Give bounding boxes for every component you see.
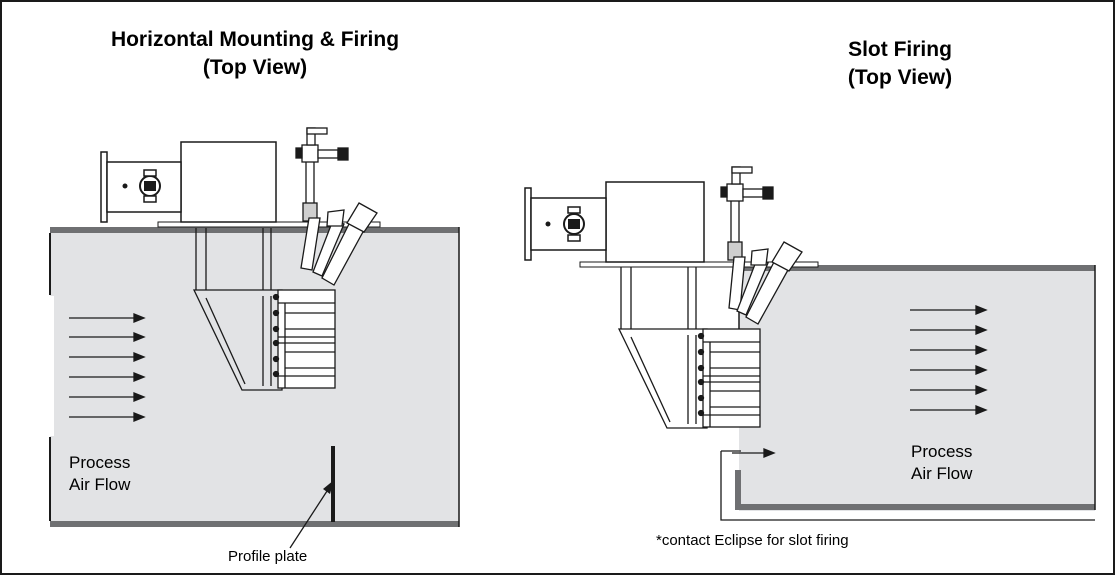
slot-firing-note: *contact Eclipse for slot firing <box>656 532 849 549</box>
left-duct-top-wall <box>50 227 459 233</box>
right-slot-outline <box>720 450 1095 521</box>
left-blower-motor-center <box>144 181 156 191</box>
left-diagram <box>48 127 460 549</box>
left-profile-plate-arrowhead <box>323 480 334 494</box>
left-gas-piping <box>295 127 378 286</box>
left-process-line2: Air Flow <box>69 475 131 494</box>
right-duct-bottom-wall <box>739 504 1095 510</box>
right-firing-head <box>697 328 761 428</box>
right-title-line1: Slot Firing <box>848 38 952 61</box>
left-duct-inlet-opening <box>48 296 54 436</box>
left-burner-body <box>192 228 283 391</box>
left-profile-plate-leader <box>289 487 330 549</box>
right-diagram <box>524 166 1096 521</box>
right-blower-box <box>605 181 705 263</box>
right-title-line2: (Top View) <box>847 66 953 89</box>
right-blower-dot <box>545 221 551 227</box>
right-title: Slot Firing (Top View) <box>740 36 1060 92</box>
right-duct-slot-wall <box>735 470 741 510</box>
left-blower-dot <box>122 183 128 189</box>
left-airflow-arrows <box>69 313 146 422</box>
right-process-line1: Process <box>911 442 973 461</box>
left-blower-inlet-flange <box>100 151 108 223</box>
left-blower-motor-top <box>143 169 157 177</box>
right-gas-piping <box>720 166 803 325</box>
right-blower-motor-top <box>567 206 581 214</box>
right-slot-gap <box>722 452 735 519</box>
right-duct <box>739 266 1095 511</box>
right-airflow-arrows <box>732 305 988 458</box>
profile-plate-label: Profile plate <box>228 548 308 565</box>
left-blower-motor-bottom <box>143 195 157 203</box>
right-burner-body <box>617 267 708 429</box>
left-duct-bottom-wall <box>50 521 459 527</box>
left-title-line2: (Top View) <box>202 56 308 79</box>
left-title: Horizontal Mounting & Firing (Top View) <box>50 26 460 82</box>
left-process-line1: Process <box>69 453 131 472</box>
right-duct-top-wall <box>739 265 1095 271</box>
left-process-label: Process Air Flow <box>69 452 130 496</box>
right-blower-motor-center <box>568 219 580 229</box>
right-process-line2: Air Flow <box>911 464 973 483</box>
left-title-line1: Horizontal Mounting & Firing <box>110 28 400 51</box>
left-firing-head <box>272 289 336 389</box>
right-blower-motor-bottom <box>567 234 581 242</box>
right-blower-inlet-flange <box>524 187 532 261</box>
left-blower-box <box>180 141 277 223</box>
left-profile-plate <box>331 446 335 522</box>
right-process-label: Process Air Flow <box>911 441 972 485</box>
